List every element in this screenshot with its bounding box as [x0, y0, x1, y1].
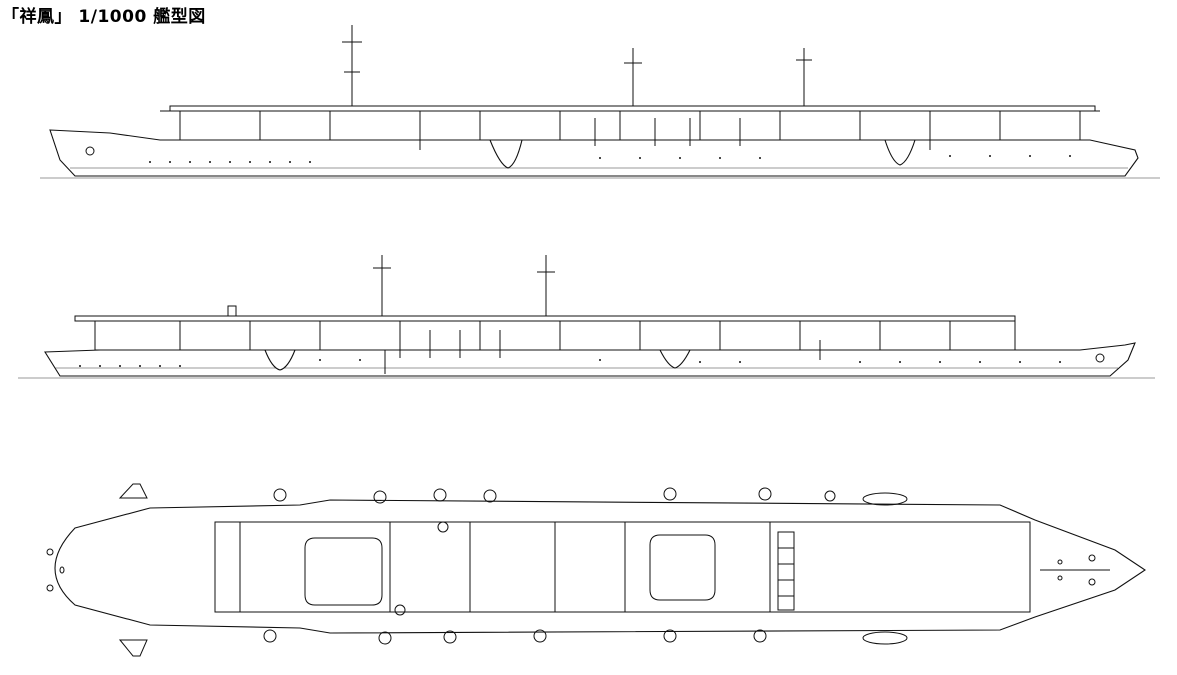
gun-mounts: [384, 330, 821, 374]
hangar-side: [179, 110, 1081, 141]
hull-side: [49, 129, 1139, 177]
port-profile-view: [18, 255, 1155, 379]
gun-mounts: [419, 118, 931, 150]
deck-edge-sponsons: [263, 487, 836, 645]
boat: [862, 631, 908, 645]
sponson-2: [659, 349, 691, 369]
flight-deck-outline: [214, 521, 1031, 613]
deck-joints: [239, 522, 771, 612]
propeller-guard-lower: [118, 639, 148, 657]
hangar-side: [94, 320, 1016, 351]
aft-elevator: [304, 537, 383, 606]
hangar-bays: [179, 321, 951, 350]
plan-view: [46, 483, 1146, 657]
sponson-1: [489, 139, 523, 169]
propeller-guard-upper: [118, 483, 148, 499]
hull-side: [44, 342, 1136, 377]
boat: [862, 492, 908, 506]
starboard-profile-view: [40, 25, 1160, 179]
hawse-hole: [1095, 353, 1105, 363]
flight-deck: [169, 105, 1096, 112]
hangar-bays: [259, 111, 1001, 140]
forward-elevator: [649, 534, 716, 601]
page-title: 「祥鳳」 1/1000 艦型図: [2, 7, 206, 27]
portholes: [79, 359, 1061, 367]
crash-barrier: [777, 531, 795, 611]
sponson-2: [884, 139, 916, 166]
portholes: [149, 155, 1071, 163]
funnel: [227, 305, 237, 317]
flight-deck: [74, 315, 1016, 322]
sponson-1: [264, 349, 296, 371]
anchor-gear: [1040, 554, 1110, 586]
hawse-hole: [85, 146, 95, 156]
